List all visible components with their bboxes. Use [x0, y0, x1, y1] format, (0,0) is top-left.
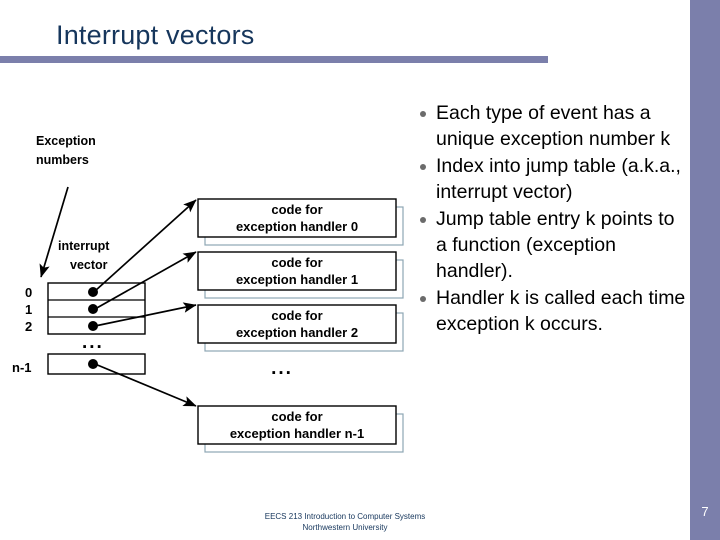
footer-institution-line: Northwestern University: [302, 523, 388, 532]
jump-table-pointer-dot-2: [88, 321, 98, 331]
page-title: Interrupt vectors: [56, 20, 255, 50]
table-row-label-1: 1: [25, 302, 32, 317]
exception-handler-block-1: code for exception handler 1: [197, 251, 404, 299]
jump-arrow-1: [94, 251, 197, 310]
jump-table-pointer-dot-n-1: [88, 359, 98, 369]
bullet-point-icon: [420, 217, 426, 223]
handler-2-line1: code for: [271, 308, 322, 323]
bullet-list: Each type of event has a unique exceptio…: [420, 100, 688, 338]
bullet-item-2-text: Jump table entry k points to a function …: [436, 208, 675, 282]
exception-numbers-pointer-arrow: [39, 186, 69, 278]
handler-blocks-ellipsis: ...: [271, 358, 293, 379]
bullet-item-0: Each type of event has a unique exceptio…: [420, 100, 688, 152]
exception-numbers-label-line2: numbers: [36, 153, 89, 167]
handler-0-line1: code for: [271, 202, 322, 217]
table-row-label-2: 2: [25, 319, 32, 334]
jump-arrow-n-1: [94, 363, 197, 407]
interrupt-vector-label-line1: interrupt: [58, 239, 110, 253]
exception-handler-block-2: code for exception handler 2: [197, 304, 404, 352]
jump-arrow-2: [94, 302, 197, 327]
handler-0-line2: exception handler 0: [236, 219, 358, 234]
exception-numbers-label-line1: Exception: [36, 134, 96, 148]
slide-accent-band: [690, 0, 720, 540]
bullet-item-0-text: Each type of event has a unique exceptio…: [436, 102, 671, 150]
handler-n-1-line2: exception handler n-1: [230, 426, 364, 441]
bullet-point-icon: [420, 111, 426, 117]
handler-1-line1: code for: [271, 255, 322, 270]
bullet-item-3: Handler k is called each time exception …: [420, 285, 688, 337]
page-number: 7: [701, 504, 709, 519]
exception-handler-block-n-1: code for exception handler n-1: [197, 405, 404, 453]
interrupt-vector-label-line2: vector: [70, 258, 108, 272]
interrupt-vector-diagram: Exception numbers interrupt vector 0 1 2…: [0, 80, 430, 480]
footer-course-line: EECS 213 Introduction to Computer System…: [264, 512, 426, 521]
bullet-item-2: Jump table entry k points to a function …: [420, 206, 688, 284]
handler-1-line2: exception handler 1: [236, 272, 358, 287]
jump-arrow-0: [94, 199, 197, 292]
bullet-item-3-text: Handler k is called each time exception …: [436, 287, 686, 335]
slide-footer: EECS 213 Introduction to Computer System…: [0, 511, 690, 533]
jump-table-pointer-dot-1: [88, 304, 98, 314]
title-divider-rule: [0, 56, 548, 63]
bullet-point-icon: [420, 296, 426, 302]
handler-2-line2: exception handler 2: [236, 325, 358, 340]
exception-handler-block-0: code for exception handler 0: [197, 198, 404, 246]
handler-n-1-line1: code for: [271, 409, 322, 424]
table-row-label-0: 0: [25, 285, 32, 300]
jump-table-pointer-dot-0: [88, 287, 98, 297]
bullet-item-1-text: Index into jump table (a.k.a., interrupt…: [436, 155, 681, 203]
table-row-label-n-1: n-1: [12, 360, 32, 375]
bullet-point-icon: [420, 164, 426, 170]
jump-table-ellipsis: ...: [82, 332, 104, 353]
bullet-item-1: Index into jump table (a.k.a., interrupt…: [420, 153, 688, 205]
